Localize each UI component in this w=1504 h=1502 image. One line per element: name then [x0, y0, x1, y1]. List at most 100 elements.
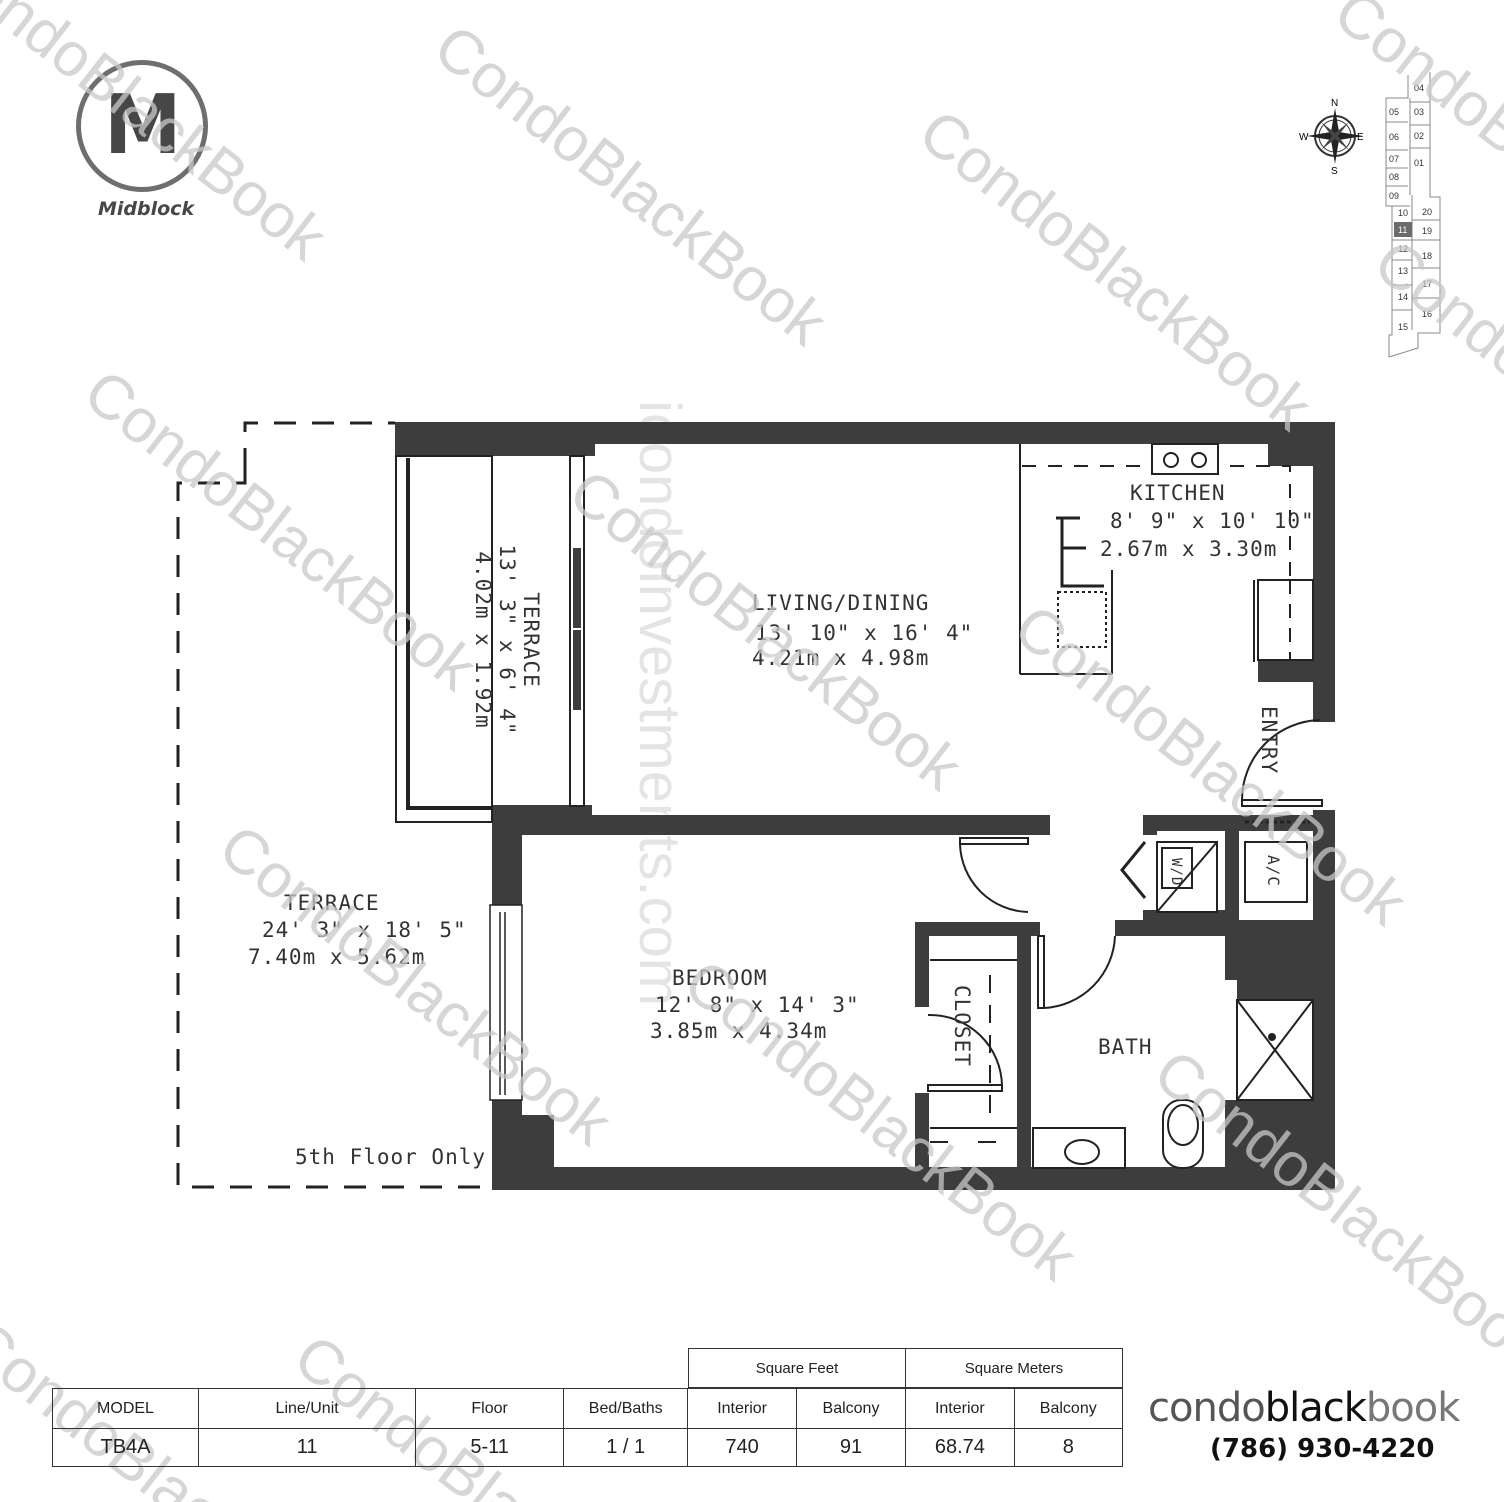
watermark-text: icondoinvestments.com [627, 400, 692, 1006]
room-labels: TERRACE 13' 3" x 6' 4" 4.02m x 1.92m LIV… [248, 481, 1315, 1169]
doors [927, 719, 1323, 1092]
svg-text:24' 3" x 18' 5": 24' 3" x 18' 5" [262, 918, 467, 942]
cell-sqm-balcony: 8 [1013, 1428, 1124, 1467]
utility-closets [1156, 820, 1310, 913]
cell-sqft-interior: 740 [687, 1428, 797, 1467]
svg-text:14: 14 [1398, 292, 1408, 302]
terrace-large-label: TERRACE 24' 3" x 18' 5" 7.40m x 5.62m 5t… [248, 891, 486, 1169]
header-bed-baths: Bed/Baths [562, 1388, 689, 1429]
svg-text:BEDROOM: BEDROOM [672, 966, 768, 990]
svg-text:05: 05 [1389, 107, 1399, 117]
site-logo-part-3: book [1365, 1385, 1460, 1431]
svg-text:12' 8" x 14' 3": 12' 8" x 14' 3" [655, 993, 860, 1017]
svg-text:18: 18 [1422, 251, 1432, 261]
svg-text:15: 15 [1398, 322, 1408, 332]
spec-table: MODEL Line/Unit Floor Bed/Baths Interior… [52, 1388, 1124, 1467]
svg-text:13' 10" x 16' 4": 13' 10" x 16' 4" [755, 621, 973, 645]
svg-text:S: S [1331, 166, 1338, 177]
svg-text:20: 20 [1422, 207, 1432, 217]
svg-text:W: W [1299, 132, 1309, 143]
table-header-row: MODEL Line/Unit Floor Bed/Baths Interior… [52, 1388, 1124, 1429]
closet-label: CLOSET [950, 985, 974, 1067]
svg-text:02: 02 [1414, 131, 1424, 141]
svg-text:CondoBlackBook: CondoBlackBook [421, 12, 839, 360]
svg-text:3.85m x 4.34m: 3.85m x 4.34m [650, 1019, 827, 1043]
svg-text:4.21m x 4.98m: 4.21m x 4.98m [752, 646, 929, 670]
watermark-vertical: icondoinvestments.com [627, 400, 692, 1006]
cell-sqft-balcony: 91 [795, 1428, 907, 1467]
key-plan: 04 03 02 01 05 06 07 08 09 10 11 12 13 1… [1385, 72, 1441, 358]
svg-text:09: 09 [1389, 191, 1399, 201]
header-line-unit: Line/Unit [197, 1388, 417, 1429]
group-header-sqft: Square Feet [688, 1348, 906, 1388]
cell-line-unit: 11 [197, 1428, 417, 1467]
header-model: MODEL [52, 1388, 199, 1429]
svg-text:12: 12 [1398, 244, 1408, 254]
bedroom-label: BEDROOM 12' 8" x 14' 3" 3.85m x 4.34m [650, 966, 860, 1043]
highlighted-unit [1394, 222, 1412, 237]
building-name: Midblock [98, 198, 195, 220]
bedroom-window [489, 904, 523, 1101]
svg-text:01: 01 [1414, 158, 1424, 168]
svg-text:19: 19 [1422, 226, 1432, 236]
header-sqm-balcony: Balcony [1013, 1388, 1124, 1429]
bath-fixtures [1032, 999, 1314, 1169]
svg-text:07: 07 [1389, 154, 1399, 164]
svg-text:TERRACE: TERRACE [284, 891, 380, 915]
walls [395, 422, 1335, 1190]
svg-text:CondoBlackBook: CondoBlackBook [71, 357, 489, 705]
logo-letter: M [104, 78, 182, 173]
group-header-sqm: Square Meters [905, 1348, 1123, 1388]
svg-text:13' 3" x 6' 4": 13' 3" x 6' 4" [495, 544, 519, 735]
cell-model: TB4A [52, 1428, 199, 1467]
svg-text:TERRACE: TERRACE [519, 592, 543, 688]
svg-text:11: 11 [1398, 225, 1407, 235]
svg-text:10: 10 [1398, 208, 1408, 218]
terrace-small-label: TERRACE 13' 3" x 6' 4" 4.02m x 1.92m [471, 544, 543, 735]
svg-text:04: 04 [1414, 83, 1424, 93]
svg-text:08: 08 [1389, 172, 1399, 182]
svg-text:CondoBlackBook: CondoBlackBook [1361, 227, 1504, 575]
svg-text:13: 13 [1398, 266, 1408, 276]
svg-text:17: 17 [1422, 279, 1432, 289]
cell-bed-baths: 1 / 1 [562, 1428, 689, 1467]
entry-label: ENTRY [1257, 706, 1281, 774]
bath-label: BATH [1098, 1035, 1153, 1059]
phone-number: (786) 930-4220 [1210, 1434, 1435, 1464]
large-terrace-outline [176, 421, 492, 1189]
small-terrace [395, 455, 585, 823]
header-floor: Floor [415, 1388, 564, 1429]
header-sqft-interior: Interior [687, 1388, 797, 1429]
site-logo-part-1: condo [1148, 1385, 1266, 1431]
site-logo: condoblackbook [1148, 1385, 1460, 1431]
spec-table-group-header: Square Feet Square Meters [688, 1348, 1123, 1388]
svg-text:CondoBlackBook: CondoBlackBook [0, 0, 339, 274]
building-logo: M [76, 60, 208, 192]
kitchen-fixtures [1019, 443, 1314, 675]
svg-text:16: 16 [1422, 309, 1432, 319]
compass-icon: N S E W [1299, 98, 1364, 177]
ac-label: A/C [1264, 855, 1283, 887]
wd-label: W/D [1168, 858, 1184, 886]
svg-text:E: E [1357, 132, 1364, 143]
living-dining-label: LIVING/DINING 13' 10" x 16' 4" 4.21m x 4… [752, 591, 973, 670]
svg-text:03: 03 [1414, 107, 1424, 117]
table-row: TB4A 11 5-11 1 / 1 740 91 68.74 8 [52, 1428, 1124, 1467]
svg-text:2.67m x 3.30m: 2.67m x 3.30m [1100, 537, 1277, 561]
closet-shelves [930, 959, 1017, 1143]
site-logo-part-2: black [1264, 1385, 1367, 1431]
svg-text:LIVING/DINING: LIVING/DINING [752, 591, 929, 615]
cell-sqm-interior: 68.74 [905, 1428, 1015, 1467]
cell-floor: 5-11 [415, 1428, 564, 1467]
kitchen-label: KITCHEN 8' 9" x 10' 10" 2.67m x 3.30m [1100, 481, 1315, 561]
svg-text:5th Floor Only: 5th Floor Only [295, 1145, 486, 1169]
svg-text:4.02m x 1.92m: 4.02m x 1.92m [471, 551, 495, 728]
header-sqft-balcony: Balcony [795, 1388, 907, 1429]
svg-text:7.40m x 5.62m: 7.40m x 5.62m [248, 945, 425, 969]
svg-text:06: 06 [1389, 132, 1399, 142]
header-sqm-interior: Interior [905, 1388, 1015, 1429]
svg-text:N: N [1331, 98, 1338, 109]
svg-text:8' 9" x 10' 10": 8' 9" x 10' 10" [1110, 509, 1315, 533]
svg-text:CondoBlackBook: CondoBlackBook [206, 812, 624, 1160]
